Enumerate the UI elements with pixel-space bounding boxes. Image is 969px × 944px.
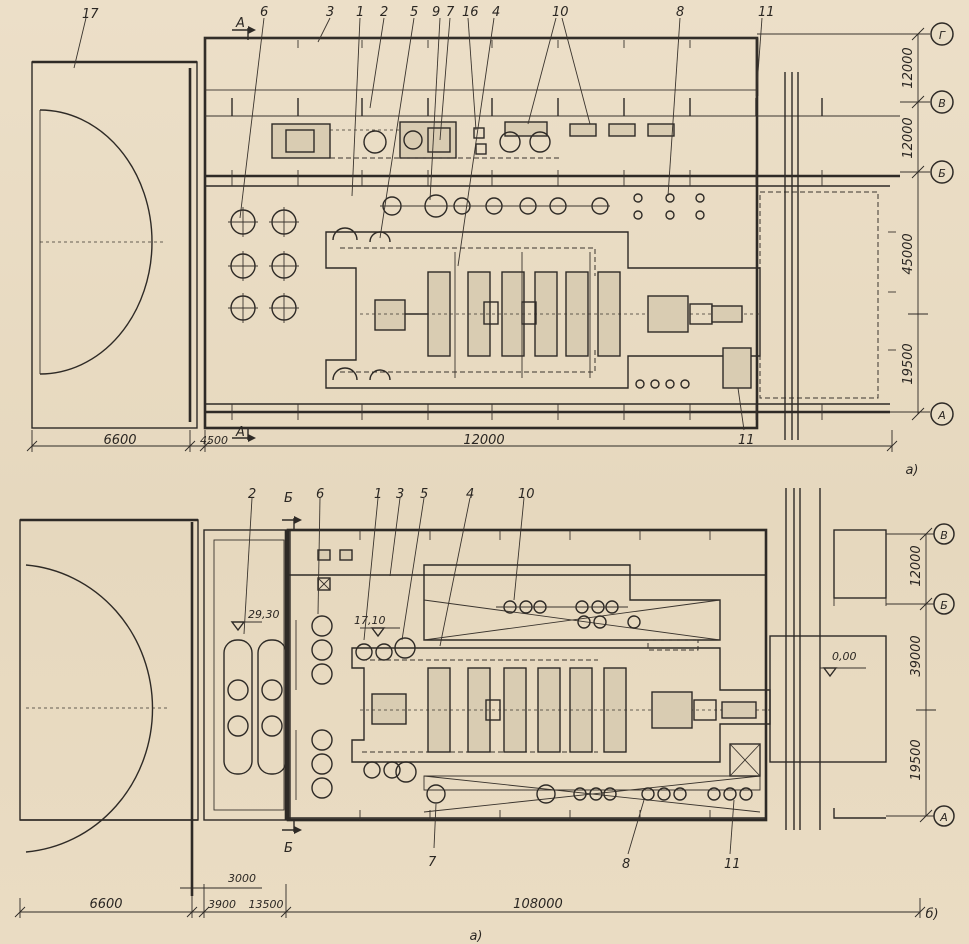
dim-b-right-3: 19500 [909, 739, 924, 780]
axis-b-b: Б [940, 599, 948, 612]
callout-a-2: 2 [380, 5, 388, 20]
callout-a-10: 10 [552, 5, 569, 20]
callout-b-6: 6 [316, 487, 324, 502]
callout-b-1: 1 [374, 487, 382, 502]
sublabel-a: а) [905, 463, 918, 478]
annex-b [769, 635, 887, 763]
dim-b-bottom-5: 3000 [228, 872, 256, 885]
tank-group-6-b [311, 615, 333, 799]
dim-chain-right-a [908, 27, 928, 421]
callout-b-5: 5 [420, 487, 428, 502]
callout-b-3: 3 [396, 487, 404, 502]
callout-a-1: 1 [356, 5, 364, 20]
dim-b-bottom-2: 3900 [208, 898, 236, 911]
axis-g-a: Г [939, 29, 946, 42]
axis-b-a: Б [938, 167, 946, 180]
pump-room-a [759, 191, 879, 399]
callout-b-2: 2 [248, 487, 256, 502]
section-mark-b-top: Б [284, 491, 293, 506]
axis-bubbles-a [757, 22, 954, 426]
elevation-b-1: 29,30 [248, 608, 280, 621]
callout-a-5: 5 [410, 5, 418, 20]
callout-a-4: 4 [492, 5, 500, 20]
plan-b: 29,30 17,1 [14, 487, 955, 944]
axis-a-b: А [939, 811, 948, 824]
callout-b-8: 8 [622, 857, 630, 872]
dim-chain-bottom-a [26, 430, 898, 452]
motor-b [651, 691, 693, 729]
compressor-foundation-a [325, 231, 761, 389]
callout-a-11: 11 [758, 5, 775, 20]
callout-a-9: 9 [432, 5, 440, 20]
dim-b-bottom-4: 108000 [513, 897, 563, 912]
dim-a-right-3: 45000 [901, 233, 916, 274]
switchgear-a [722, 347, 752, 389]
callout-a-17: 17 [82, 7, 99, 22]
dim-b-bottom-3: 13500 [249, 898, 284, 911]
dim-a-bottom-3: 12000 [463, 433, 504, 448]
motor-a [647, 295, 689, 333]
dim-b-right-2: 39000 [909, 635, 924, 676]
elevation-b-3: 0,00 [832, 650, 857, 663]
callout-a-16: 16 [462, 5, 479, 20]
section-mark-b-bottom: Б [284, 841, 293, 856]
callout-a-11-bottom: 11 [738, 433, 755, 448]
dim-a-bottom-2: 4500 [200, 434, 228, 447]
dim-b-right-1: 12000 [909, 545, 924, 586]
dim-a-right-4: 19500 [901, 343, 916, 384]
dim-a-right-1: 12000 [901, 47, 916, 88]
axis-v-b: В [940, 529, 948, 542]
plan-a: A A 17 6 3 1 2 5 9 7 16 4 10 8 11 11 [26, 5, 954, 478]
callout-a-8: 8 [676, 5, 684, 20]
tank-group-6 [230, 209, 297, 321]
dim-b-bottom-1: 6600 [89, 897, 122, 912]
adjacent-building-b [19, 519, 199, 821]
compressor-foundation-b [351, 647, 771, 763]
dim-a-bottom-1: 6600 [103, 433, 136, 448]
axis-v-a: В [938, 97, 946, 110]
elevation-b-2: 17,10 [354, 614, 386, 627]
callout-b-11: 11 [724, 857, 741, 872]
callout-b-4: 4 [466, 487, 474, 502]
callout-a-6: 6 [260, 5, 268, 20]
section-mark-a-top: A [235, 16, 245, 31]
sublabel-b: б) [925, 907, 938, 922]
section-mark-a-bottom: A [235, 425, 245, 440]
callout-a-3: 3 [326, 5, 334, 20]
dim-chain-right-b [916, 527, 936, 823]
dim-a-right-2: 12000 [901, 117, 916, 158]
boiler-group-2 [223, 639, 287, 775]
dim-chain-bottom-b [14, 884, 926, 918]
dome-arc-a [39, 109, 153, 375]
figure-label: а) [469, 929, 482, 944]
turbine-unit [271, 123, 331, 159]
callout-a-7: 7 [446, 5, 455, 20]
callout-b-7: 7 [428, 855, 437, 870]
hall-outline-b [286, 528, 768, 822]
axis-a-a: А [937, 409, 946, 422]
dome-arc-b [25, 564, 154, 853]
callout-b-10: 10 [518, 487, 535, 502]
